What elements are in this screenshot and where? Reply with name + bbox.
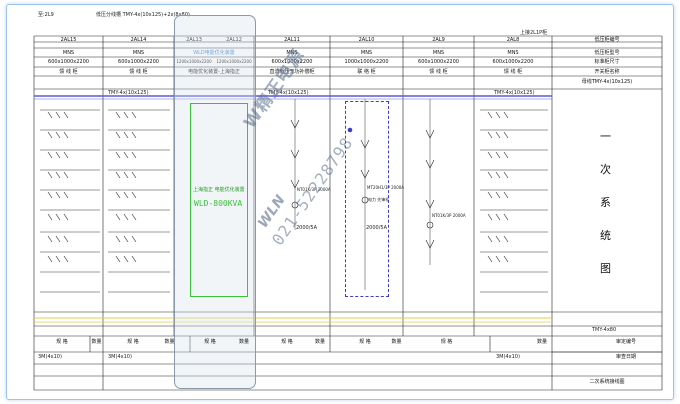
annotation-breaker3: MT20H1/3P 2000A [367,185,405,190]
col-id-2AL8: 2AL8 [506,37,520,43]
busbar-right: TMY-4x(10x125) [494,90,535,96]
bottom-spec: 3M(4x10) [38,354,62,360]
bottom-spec: 3M(4x10) [496,354,520,360]
legend-row: 低压柜型号 [594,50,620,56]
header-title: 低压分线槽 TMY-4x(10x125)+2x(8x80) [96,12,190,18]
legend-row: 开关柜名称 [594,69,620,75]
optimizer-cabinet-box [190,103,248,297]
vertical-title-char: 统 [600,229,611,242]
optimizer-overlay [174,15,256,389]
col-name: 馈 线 柜 [429,69,448,75]
col-name: 直流低压无功补偿柜 [269,69,315,75]
optimizer-model-label: WLD-800KVA [194,199,243,208]
col-model: MNS [132,50,145,56]
col-id-2AL10: 2AL10 [358,37,375,43]
vertical-title-char: 系 [600,196,611,209]
col-model: MNS [286,50,298,56]
col-name: 联 络 柜 [357,69,376,75]
bottom-tag: 审定编号 [615,339,636,345]
col-name: 馈 线 柜 [59,69,78,75]
bottom-header: 规 格 [440,339,453,345]
col-size: 600x1000x2200 [118,59,159,65]
header-right-note: 上接2L1P柜 [520,30,548,36]
drawing-frame [6,4,674,400]
bottom-header: 数量 [238,339,249,345]
bottom-header: 数量 [164,339,175,345]
optimizer-vertical-label: 上海指正 电能优化装置 [193,187,245,193]
bottom-tmy: TMY-4x80 [592,327,617,333]
tie-cabinet-dashed-box [345,101,389,297]
col-id-2AL12: 2AL12 [226,37,242,43]
annotation-breaker1: NT01K/3P 2000A [297,187,331,192]
vertical-title-char: 一 [600,130,611,143]
header-ref: 至:2L9 [38,12,54,18]
bottom-footer: 二次系统接线图 [589,379,625,385]
bottom-tag: 审查日期 [615,354,636,360]
col-size: 600x1000x2200 [418,59,459,65]
bottom-header: 数量 [91,339,102,345]
col-name: 馈 线 柜 [129,69,148,75]
bottom-header: 规 格 [127,339,139,345]
col-name: 馈 线 柜 [503,69,523,75]
col-id-2AL9: 2AL9 [432,37,445,43]
col-size: 1000x1000x2200 [344,59,389,65]
vertical-title-char: 次 [600,163,611,176]
legend-row: 标准柜尺寸 [594,59,620,65]
bottom-header: 规 格 [56,339,68,345]
annotation-ct2: 2000/5A [366,225,388,231]
col-size: 600x1000x2200 [271,59,313,65]
bottom-header: 数量 [536,339,547,345]
bottom-header: 规 格 [359,339,371,345]
bottom-header: 数量 [391,339,402,345]
bottom-header: 规 格 [281,339,293,345]
bottom-header: 规 格 [204,339,216,345]
col-id-2AL13: 2AL13 [186,37,202,43]
col-model: MNS [62,50,75,56]
col-model: MNS [432,50,445,56]
overlay-name: 电能优化装置-上海指正 [188,69,240,75]
col-size: 600x1000x2200 [48,59,89,65]
vertical-title-char: 图 [600,262,611,275]
bottom-spec: 3M(4x10) [108,354,132,360]
annotation-ct1: 2000/5A [296,225,318,231]
busbar-left: TMY-4x(10x125) [108,90,149,96]
overlay-model: WLD电能优化装置 [193,50,235,56]
col-id-2AL11: 2AL11 [284,37,300,43]
col-size: 600x1000x2200 [492,59,534,65]
col-id-2AL14: 2AL14 [130,37,147,43]
col-id-2AL15: 2AL15 [60,37,77,43]
bottom-header: 数量 [314,339,325,345]
col-model: MNS [507,50,519,56]
busbar-mid: TMY-4x(10x125) [268,90,309,96]
legend-row: 母线TMY-4x(10x125) [581,79,633,85]
col-model: MNS [360,50,373,56]
col-size: 1200x1000x2200 [216,59,252,64]
col-size: 1200x1000x2200 [176,59,212,64]
annotation-breaker2: NT01K/3P 2000A [432,213,466,218]
annotation-label-center: 电力 先锋柜 [368,197,390,202]
legend-row: 低压柜编号 [594,37,620,43]
